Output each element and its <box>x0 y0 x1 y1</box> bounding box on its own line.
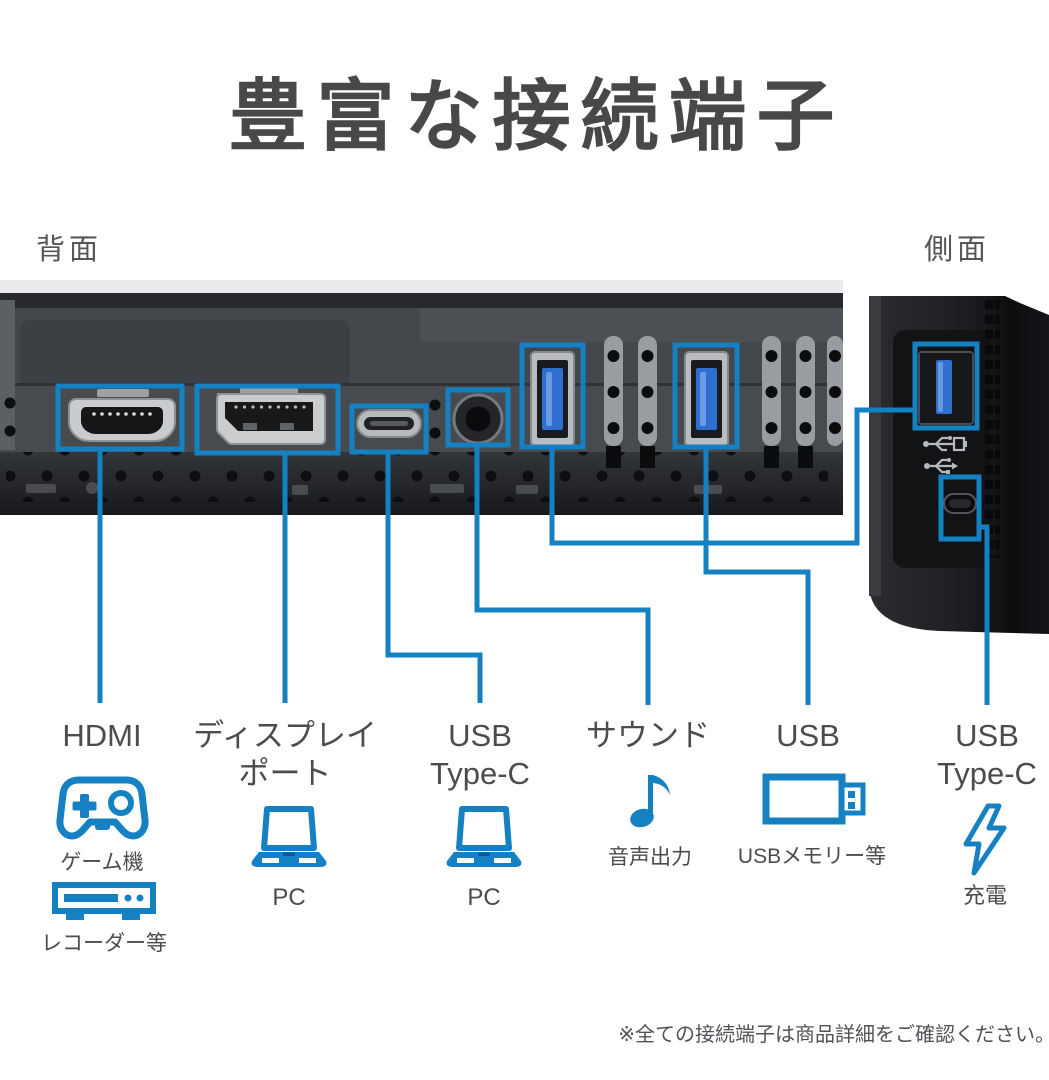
port-label-displayport-line2: ポート <box>238 756 332 791</box>
caption-audio-output: 音声出力 <box>608 846 692 869</box>
vent-slots <box>604 336 843 468</box>
port-label-hdmi-line1: HDMI <box>62 718 142 753</box>
port-label-sound: サウンド <box>558 717 738 755</box>
caption-pc-displayport: PC <box>272 884 306 911</box>
section-label-back: 背面 <box>36 234 103 266</box>
displayport-port <box>216 387 326 445</box>
hdmi-highlight-box <box>55 383 185 452</box>
port-label-usb-line1: USB <box>776 718 840 753</box>
page-title: 豊富な接続端子 <box>228 72 845 160</box>
caption-pc-usb-c: PC <box>467 884 501 911</box>
caption-charge: 充電 <box>962 883 1007 908</box>
usb-c-side-leader-line <box>979 524 990 705</box>
usb-a-port-side <box>918 351 974 425</box>
usb-c-port-side <box>943 493 977 514</box>
port-label-usb-type-c-side: USB Type-C <box>902 717 1049 793</box>
section-label-side: 側面 <box>924 234 991 266</box>
usb-c-side-highlight-box <box>938 474 982 542</box>
usb-a-port-back-1 <box>530 351 575 447</box>
usb-c-port-back <box>356 409 422 438</box>
usb-trident-icon <box>924 458 958 474</box>
port-label-hdmi: HDMI <box>22 717 182 755</box>
usb-c-back-leader-line <box>385 452 483 703</box>
back-panel-photo <box>0 280 843 515</box>
audio-leader-line <box>474 445 651 705</box>
displayport-highlight-box <box>194 383 341 456</box>
vent-holes-side <box>4 397 441 439</box>
game-controller-icon <box>56 776 149 840</box>
usb-a-2-leader-line <box>703 447 811 705</box>
usb-a-port-back-2 <box>684 351 729 447</box>
port-label-usb: USB <box>738 717 878 755</box>
usb-memory-icon <box>762 773 866 825</box>
music-note-icon <box>630 775 670 828</box>
laptop-icon <box>446 806 522 867</box>
caption-recorder: レコーダー等 <box>41 932 167 955</box>
caption-usb-memory: USBメモリー等 <box>737 845 887 868</box>
lightning-icon <box>963 803 1007 876</box>
port-label-sound-line1: サウンド <box>586 718 710 753</box>
footnote: ※全ての接続端子は商品詳細をご確認ください。 <box>618 1024 1049 1046</box>
laptop-icon <box>251 806 327 867</box>
port-label-usb-type-c-back: USB Type-C <box>390 717 570 793</box>
usb-a-side-highlight-box <box>912 341 980 431</box>
usb-a-1-to-side-leader-line <box>549 407 915 546</box>
port-label-displayport-line1: ディスプレイ <box>193 718 377 753</box>
hdmi-port <box>68 389 176 442</box>
usb-power-icon <box>923 436 967 452</box>
port-label-usb-type-c-back-line1: USB <box>448 718 512 753</box>
port-label-usb-type-c-back-line2: Type-C <box>430 756 530 791</box>
leader-lines <box>97 407 990 705</box>
highlight-boxes <box>55 341 982 542</box>
vent-holes <box>6 452 828 502</box>
side-panel-photo <box>869 296 1049 634</box>
port-label-displayport: ディスプレイ ポート <box>185 717 385 793</box>
port-label-usb-type-c-side-line1: USB <box>955 718 1019 753</box>
recorder-icon <box>52 882 156 920</box>
audio-jack-port <box>452 393 504 445</box>
port-label-usb-type-c-side-line2: Type-C <box>937 756 1037 791</box>
side-vent-slits <box>985 300 1000 558</box>
caption-game-console: ゲーム機 <box>60 851 144 874</box>
